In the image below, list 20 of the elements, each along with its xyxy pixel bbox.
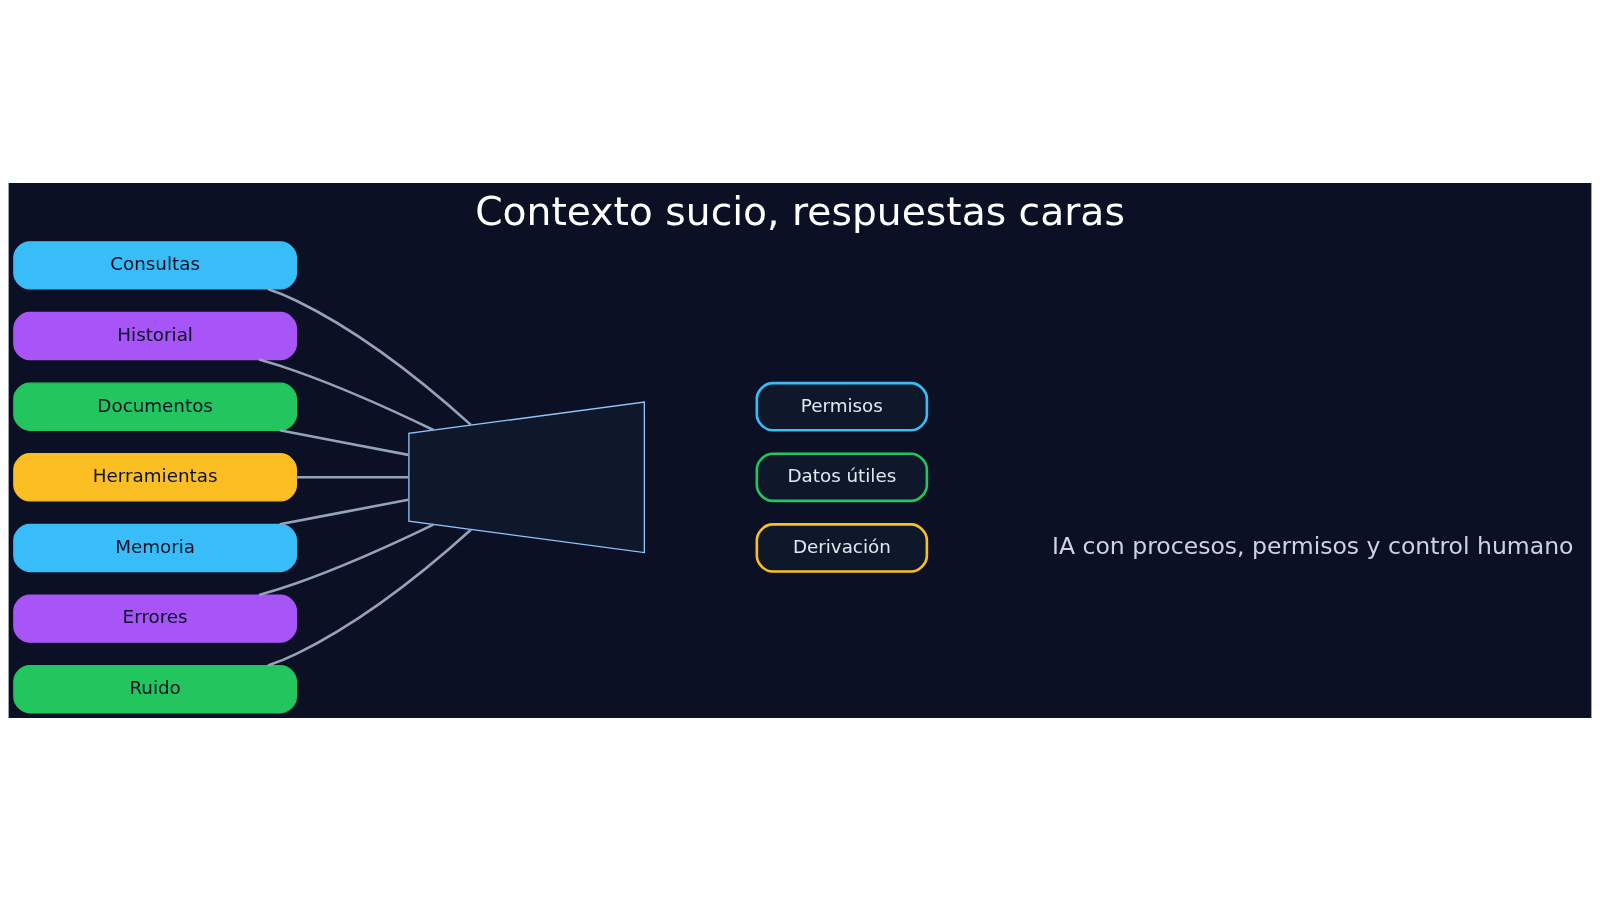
connector xyxy=(258,357,434,431)
caption: IA con procesos, permisos y control humano xyxy=(1052,531,1574,560)
connector xyxy=(279,428,409,456)
connector xyxy=(279,497,409,526)
diagram-title: Contexto sucio, respuestas caras xyxy=(475,188,1125,234)
node-box: Errores xyxy=(13,593,298,643)
node-trapezoid xyxy=(408,400,645,553)
connector xyxy=(267,287,472,426)
node-box: Documentos xyxy=(13,381,298,431)
node-box: Herramientas xyxy=(13,452,298,501)
connector xyxy=(258,522,434,596)
node-box: Memoria xyxy=(13,523,298,572)
node-box: Derivación xyxy=(755,522,929,573)
node-box: Historial xyxy=(13,311,298,360)
connector xyxy=(267,528,472,667)
node-box: Permisos xyxy=(755,381,929,432)
node-box: Datos útiles xyxy=(755,451,929,502)
connector xyxy=(296,475,409,479)
node-box: Ruido xyxy=(13,664,298,713)
node-box: Consultas xyxy=(13,240,298,290)
